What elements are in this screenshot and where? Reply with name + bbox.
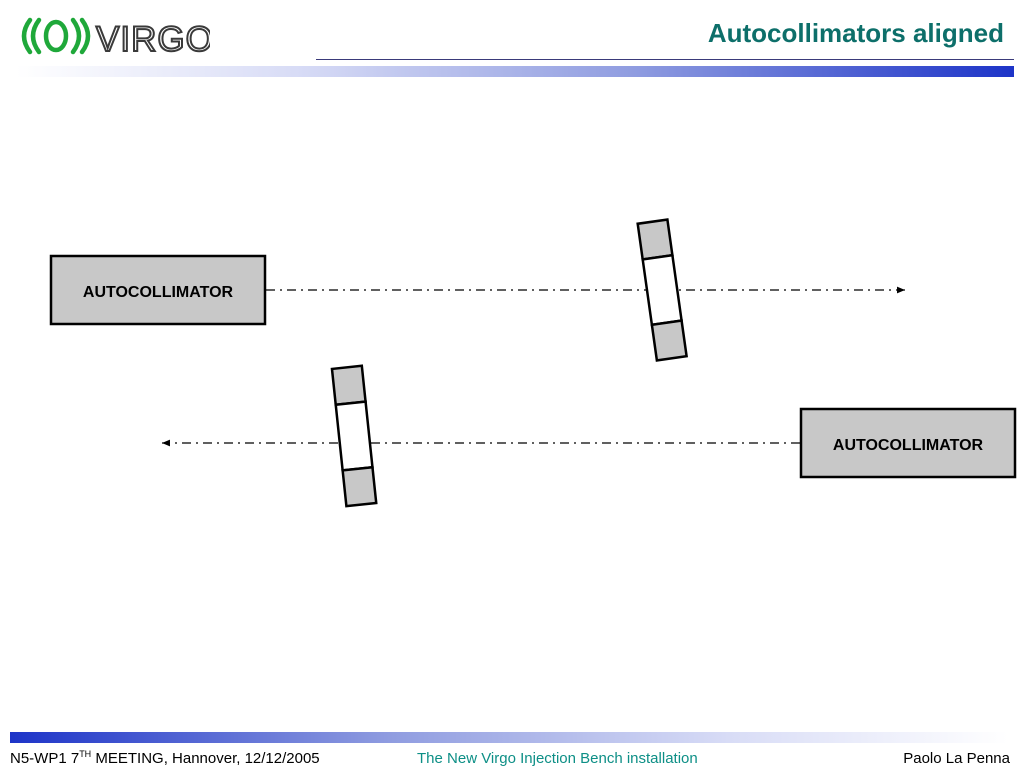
virgo-logo: VIRGO	[21, 17, 210, 58]
footer-meeting-superscript: TH	[79, 749, 92, 759]
autocollimator-right-label: AUTOCOLLIMATOR	[833, 437, 984, 454]
autocollimator-left: AUTOCOLLIMATOR	[49, 254, 267, 326]
logo-text: VIRGO	[96, 20, 210, 58]
autocollimator-right: AUTOCOLLIMATOR	[799, 407, 1017, 479]
autocollimator-left-label: AUTOCOLLIMATOR	[83, 284, 234, 301]
footer-presentation-title: The New Virgo Injection Bench installati…	[417, 750, 698, 767]
header-gradient-band	[16, 66, 1014, 77]
virgo-wave-logo-icon	[21, 17, 91, 55]
optic-mount-upper	[636, 218, 689, 362]
footer-meeting-info: N5-WP1 7TH MEETING, Hannover, 12/12/2005	[10, 750, 320, 768]
footer-author: Paolo La Penna	[903, 750, 1010, 767]
footer-meeting-suffix: MEETING, Hannover, 12/12/2005	[91, 750, 320, 767]
footer-meeting-prefix: N5-WP1 7	[10, 750, 80, 767]
optic-mount-lower	[330, 364, 378, 508]
header-rule	[316, 59, 1014, 60]
slide-title: Autocollimators aligned	[707, 18, 1004, 48]
footer-gradient-band	[10, 732, 1008, 743]
